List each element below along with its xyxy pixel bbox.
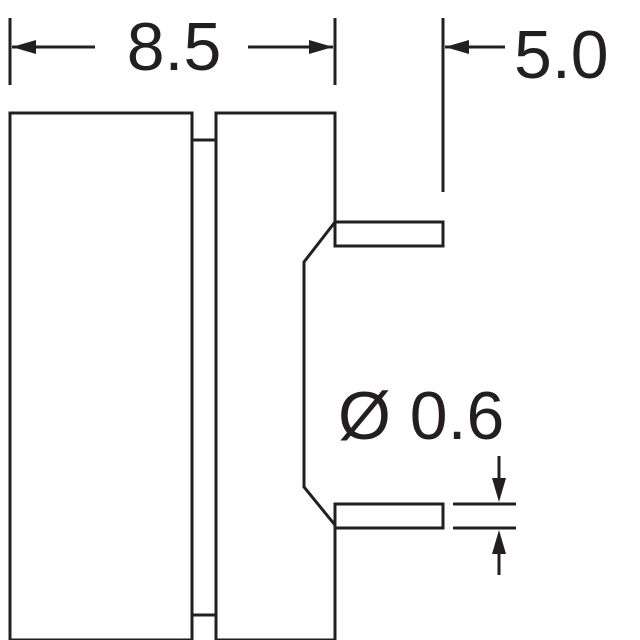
width-arrow-left: [12, 40, 36, 54]
width-arrow-right: [309, 40, 333, 54]
lead-length-arrow: [445, 40, 469, 54]
lead-diameter-arrow-top: [492, 478, 506, 502]
width-dimension-label: 8.5: [127, 9, 222, 85]
right-body-block: [214, 111, 337, 640]
lead-diameter-arrow-bottom: [492, 530, 506, 554]
lead-length-label: 5.0: [514, 17, 609, 93]
left-body-block: [8, 111, 194, 640]
bottom-lead: [333, 502, 445, 530]
center-gap-strip: [190, 138, 218, 617]
top-lead: [333, 220, 445, 248]
lead-diameter-label: Ø 0.6: [338, 378, 504, 454]
